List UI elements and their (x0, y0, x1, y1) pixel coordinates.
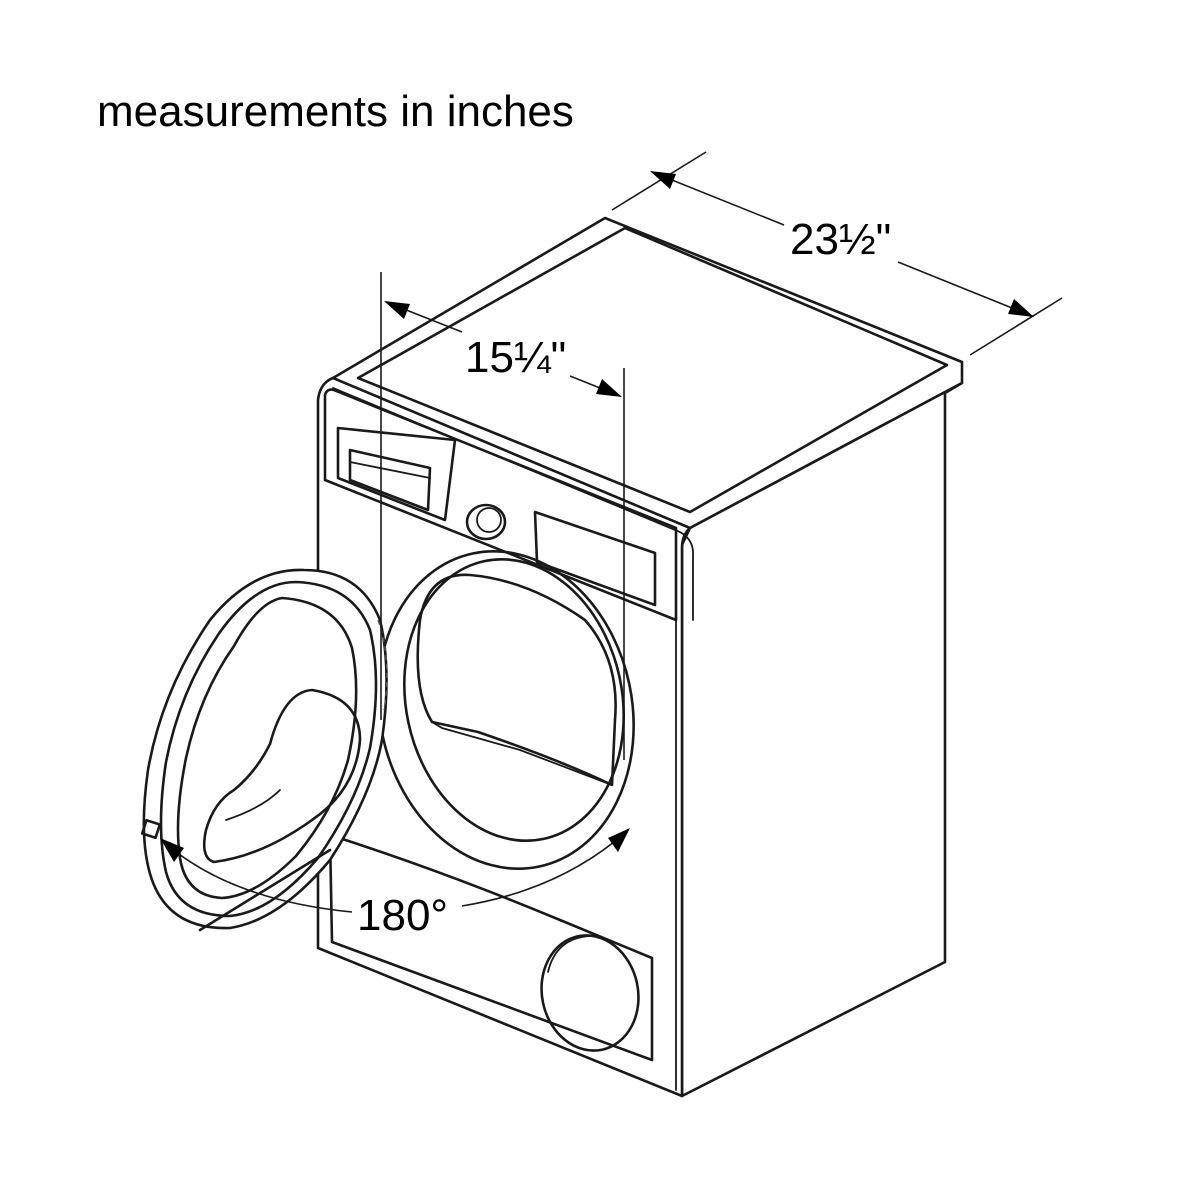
cabinet-top-inset (356, 226, 949, 514)
diagram-title: measurements in inches (97, 87, 574, 136)
door-rim (159, 580, 378, 918)
depth-arrow-left-icon (650, 171, 676, 189)
depth-arrow-right-icon (1008, 299, 1034, 317)
swing-dimension (160, 828, 630, 913)
opening-arrow-right-icon (596, 379, 622, 397)
filter-cover (540, 934, 640, 1052)
front-lip (332, 387, 694, 621)
depth-dimension (611, 151, 1063, 356)
kick-panel-outline (328, 833, 654, 1062)
dryer-cabinet (316, 216, 964, 1098)
opening-label: 15¼" (462, 336, 570, 380)
kick-panel (328, 833, 654, 1062)
control-panel (323, 388, 678, 622)
hidden-drum-edge (377, 619, 388, 711)
opening-arrow-left-icon (384, 301, 410, 319)
control-panel-outline (323, 388, 678, 622)
door-glass-inner (202, 688, 362, 864)
depth-label: 23½" (787, 218, 895, 262)
swing-arrow-right-icon (608, 828, 630, 852)
drum-baffle (416, 573, 617, 787)
door-seal-inner (403, 557, 625, 843)
swing-arrow-left-icon (160, 838, 184, 862)
opening-dimension (380, 272, 625, 760)
open-door (140, 568, 388, 932)
door-hinge-icon (140, 818, 162, 840)
display-screen (348, 448, 432, 512)
button-strip (533, 510, 657, 607)
door-glass (176, 596, 358, 900)
program-knob-icon (465, 503, 507, 541)
swing-label: 180° (354, 894, 452, 938)
display-window (336, 426, 457, 522)
